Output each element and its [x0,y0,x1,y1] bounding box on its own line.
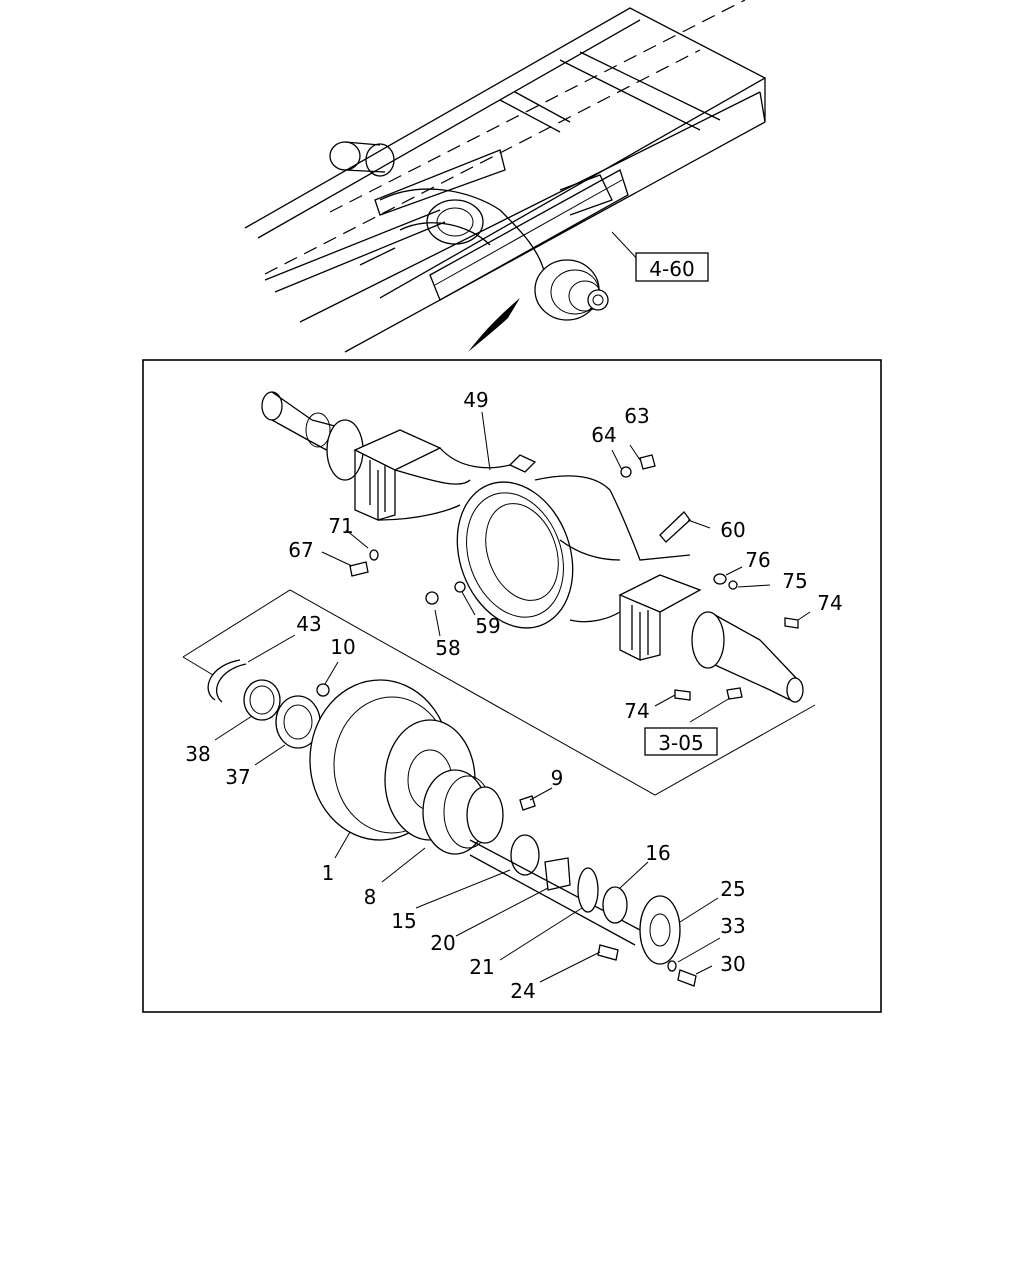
axle-reference-label: 3-05 [658,731,703,755]
callout-1: 1 [322,861,335,885]
callout-58: 58 [435,636,460,660]
callout-37: 37 [225,765,250,789]
callout-76: 76 [745,548,770,572]
frame-reference-box [635,252,709,282]
callout-21: 21 [469,955,494,979]
axle-assembly-bracket [182,589,816,796]
wheel-hub-components [207,659,697,987]
axle-reference-box [644,727,718,756]
callout-25: 25 [720,877,745,901]
axle-housing [261,391,804,703]
callout-38: 38 [185,742,210,766]
callout-30: 30 [720,952,745,976]
callout-43: 43 [296,612,321,636]
callout-49: 49 [463,388,488,412]
callout-24: 24 [510,979,535,1003]
callout-16: 16 [645,841,670,865]
callout-33: 33 [720,914,745,938]
frame-reference-label: 4-60 [649,257,694,281]
callout-74-lower: 74 [624,699,649,723]
callout-75: 75 [782,569,807,593]
chassis-frame-overview [244,0,767,353]
callout-64: 64 [591,423,616,447]
callout-leader-lines [214,411,811,983]
callout-71: 71 [328,514,353,538]
detail-inset-frame [142,359,882,1013]
callout-8: 8 [364,885,377,909]
callout-59: 59 [475,614,500,638]
callout-10: 10 [330,635,355,659]
callout-63: 63 [624,404,649,428]
callout-20: 20 [430,931,455,955]
callout-60: 60 [720,518,745,542]
housing-fasteners [349,454,799,701]
callout-74-upper: 74 [817,591,842,615]
callout-9: 9 [551,766,564,790]
callout-15: 15 [391,909,416,933]
callout-67: 67 [288,538,313,562]
